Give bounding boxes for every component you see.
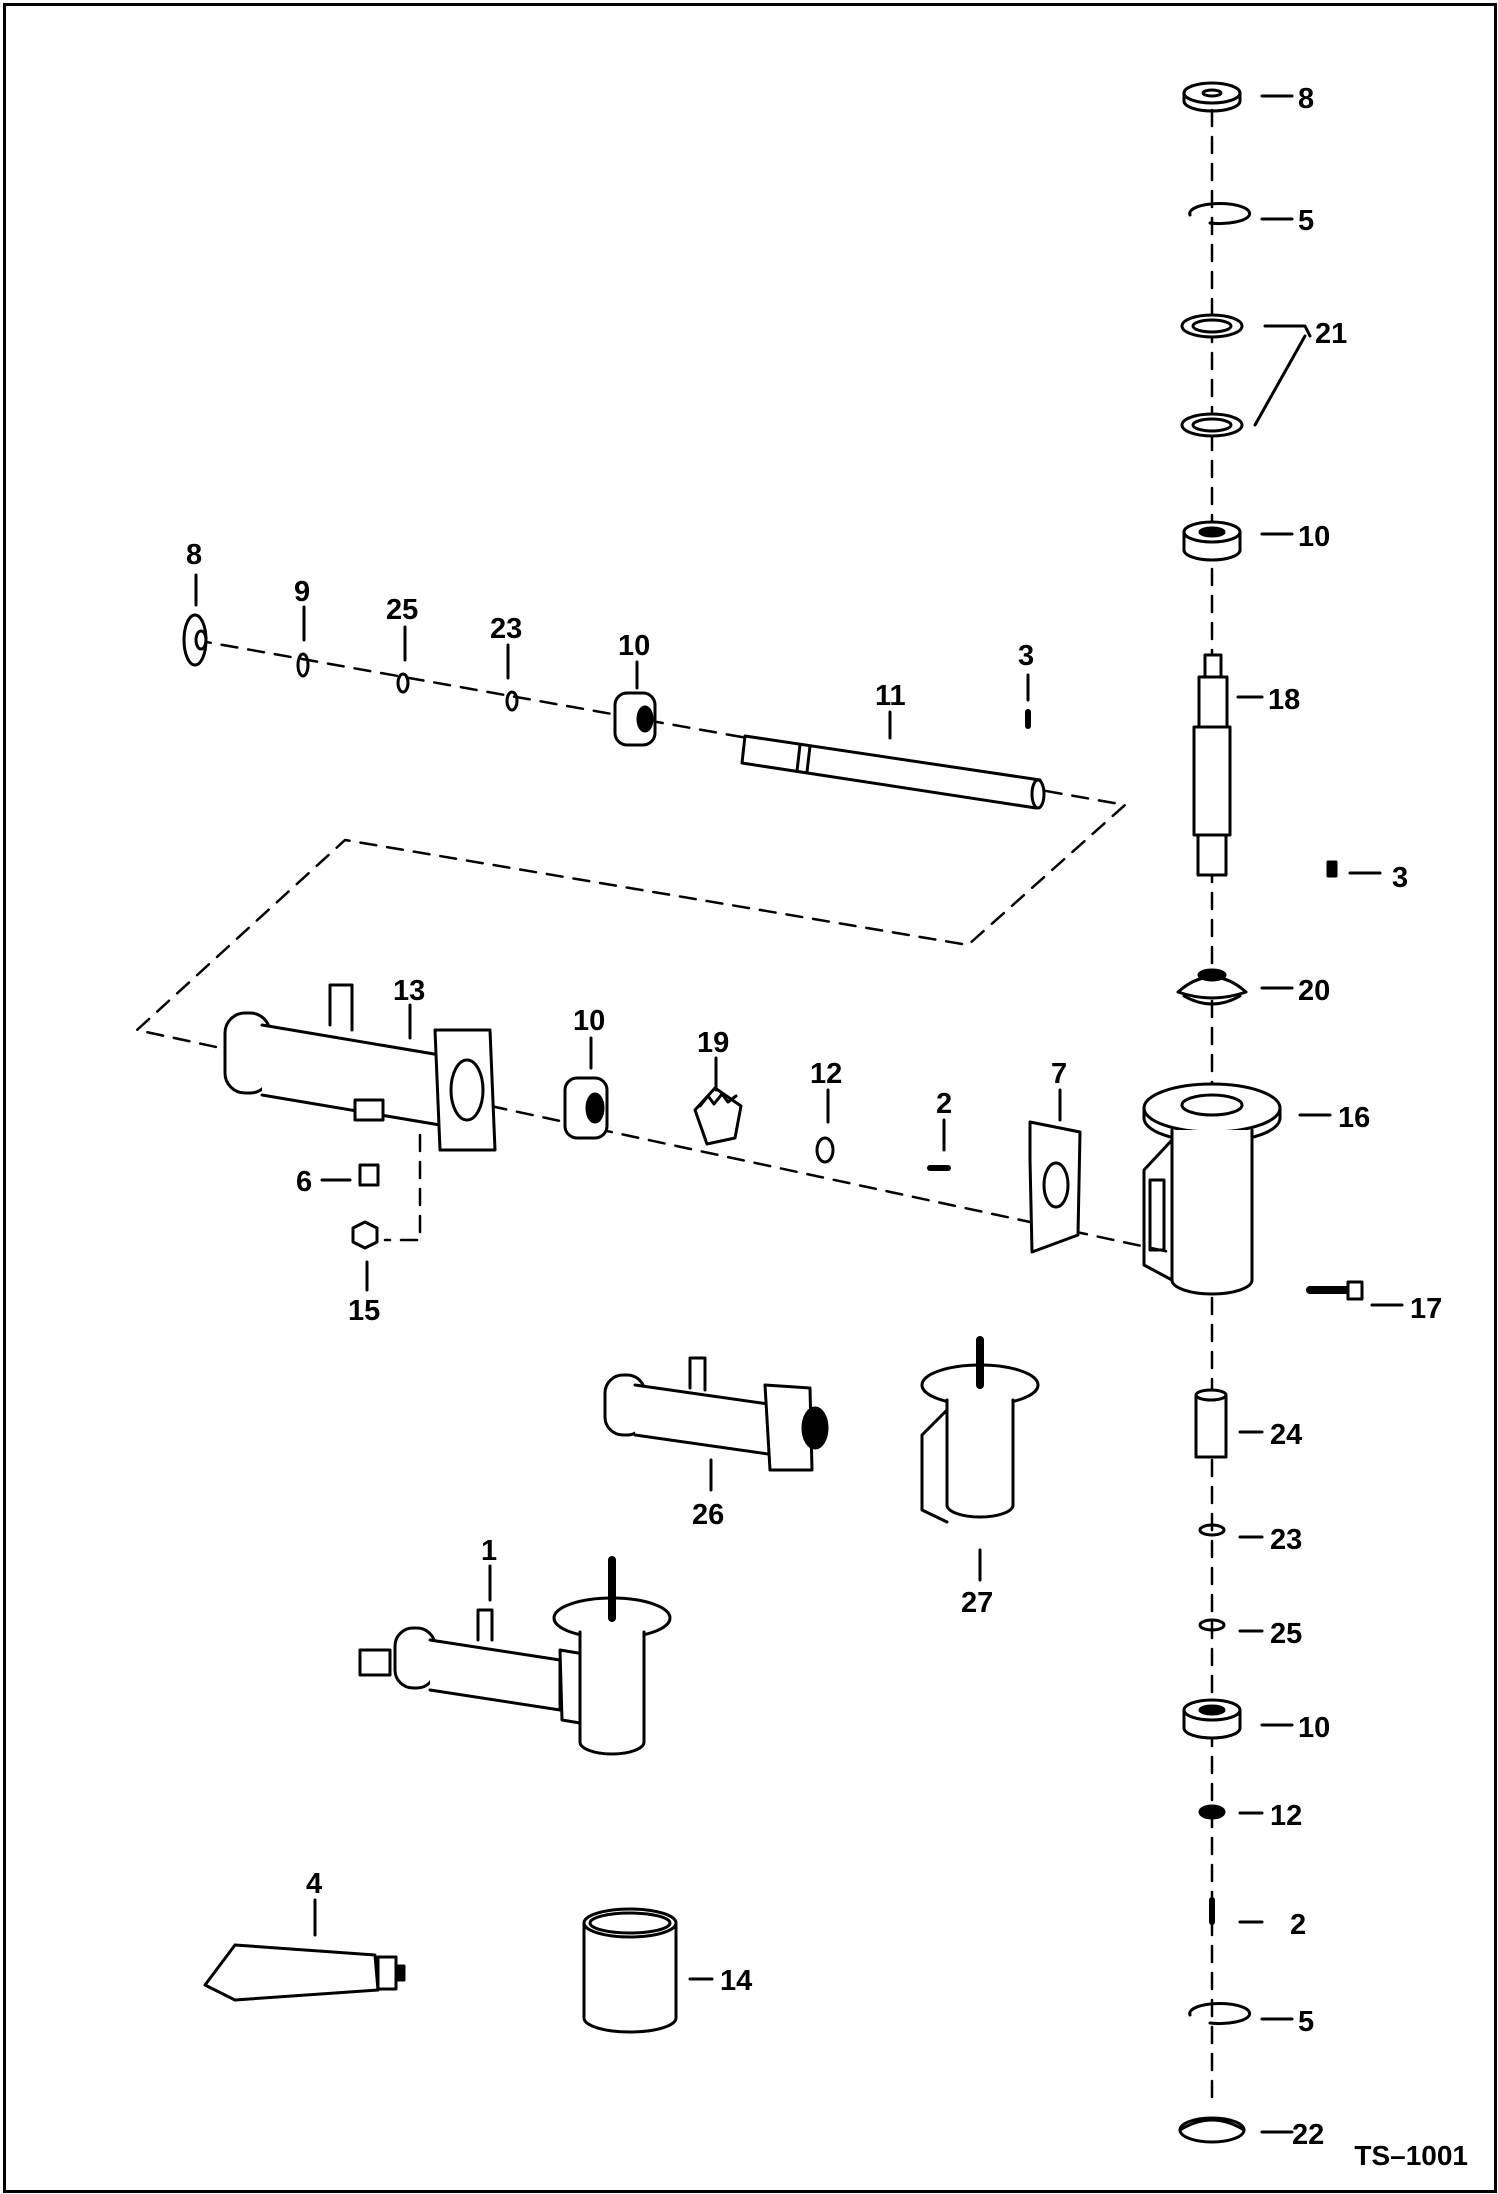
callout-2: 2 <box>1290 1909 1306 1941</box>
washer-top <box>1182 81 1242 113</box>
plug-6 <box>358 1163 380 1187</box>
callout-24: 24 <box>1270 1419 1302 1451</box>
callout-23: 23 <box>1270 1524 1302 1556</box>
callout-14: 14 <box>720 1965 752 1997</box>
bolt-17 <box>1306 1280 1364 1301</box>
o-ring-left-a <box>396 672 410 694</box>
o-ring-lower-a <box>1198 1523 1226 1537</box>
callout-10: 10 <box>1298 521 1330 553</box>
callout-20: 20 <box>1298 975 1330 1007</box>
washer-left <box>182 613 208 667</box>
o-ring-left-b <box>505 690 519 712</box>
callout-18: 18 <box>1268 684 1300 716</box>
callout-labels: 8 5 21 10 18 3 20 16 17 24 23 25 10 12 2… <box>186 83 1442 2151</box>
callout-7: 7 <box>1051 1058 1067 1090</box>
callout-25: 25 <box>1270 1618 1302 1650</box>
bearing-upper <box>1182 520 1242 562</box>
thrust-washers <box>1180 313 1244 438</box>
leader-lines <box>194 94 1404 2134</box>
snap-ring-top <box>1188 202 1252 226</box>
assembly-centerlines <box>135 108 1232 2102</box>
bushing-14 <box>582 1907 678 2034</box>
vertical-housing <box>1142 1082 1282 1296</box>
roll-pin-right <box>1326 860 1338 878</box>
horizontal-shaft <box>740 734 1046 810</box>
callout-10-mid: 10 <box>573 1005 605 1037</box>
callout-1: 1 <box>481 1535 497 1567</box>
callout-10-left: 10 <box>618 630 650 662</box>
callout-4: 4 <box>306 1868 322 1900</box>
assembly-1 <box>358 1556 672 1756</box>
bevel-gear <box>693 1086 743 1146</box>
callout-3: 3 <box>1392 862 1408 894</box>
callout-15: 15 <box>348 1295 380 1327</box>
subassembly-27 <box>920 1336 1040 1524</box>
callout-12: 12 <box>1270 1800 1302 1832</box>
lock-washer-lower <box>1198 1804 1226 1820</box>
callout-5: 5 <box>1298 205 1314 237</box>
callout-9: 9 <box>294 576 310 608</box>
bearing-lower <box>1182 1698 1242 1740</box>
cap-22 <box>1178 2116 1246 2144</box>
o-ring-lower-b <box>1198 1618 1226 1632</box>
sleeve-24 <box>1194 1388 1228 1459</box>
bearing-mid <box>563 1076 609 1140</box>
callout-3-left: 3 <box>1018 640 1034 672</box>
diagram-border <box>3 3 1497 2193</box>
callout-5-lower: 5 <box>1298 2006 1314 2038</box>
callout-19: 19 <box>697 1027 729 1059</box>
lock-washer-mid <box>815 1136 835 1164</box>
snap-ring-lower <box>1188 2002 1252 2026</box>
horizontal-housing <box>223 983 497 1152</box>
callout-6: 6 <box>296 1166 312 1198</box>
callout-23-left: 23 <box>490 613 522 645</box>
callout-26: 26 <box>692 1499 724 1531</box>
callout-8: 8 <box>1298 83 1314 115</box>
callout-17: 17 <box>1410 1293 1442 1325</box>
bearing-left <box>613 691 657 747</box>
callout-2-mid: 2 <box>936 1088 952 1120</box>
callout-12-mid: 12 <box>810 1058 842 1090</box>
callout-16: 16 <box>1338 1102 1370 1134</box>
grease-tube <box>203 1943 406 2002</box>
callout-22: 22 <box>1292 2119 1324 2151</box>
drawing-number: TS–1001 <box>1354 2140 1468 2171</box>
callout-11: 11 <box>875 680 906 712</box>
gasket <box>1028 1120 1082 1254</box>
subassembly-26 <box>603 1356 829 1472</box>
vertical-shaft <box>1192 653 1232 877</box>
snap-ring-left <box>296 652 310 678</box>
callout-8-left: 8 <box>186 539 202 571</box>
callout-27: 27 <box>961 1587 993 1619</box>
callout-25-left: 25 <box>386 594 418 626</box>
seal-cup <box>1176 968 1248 1006</box>
callout-10-lower: 10 <box>1298 1712 1330 1744</box>
callout-13: 13 <box>393 975 425 1007</box>
callout-21: 21 <box>1315 318 1347 350</box>
nut-15 <box>351 1220 379 1250</box>
